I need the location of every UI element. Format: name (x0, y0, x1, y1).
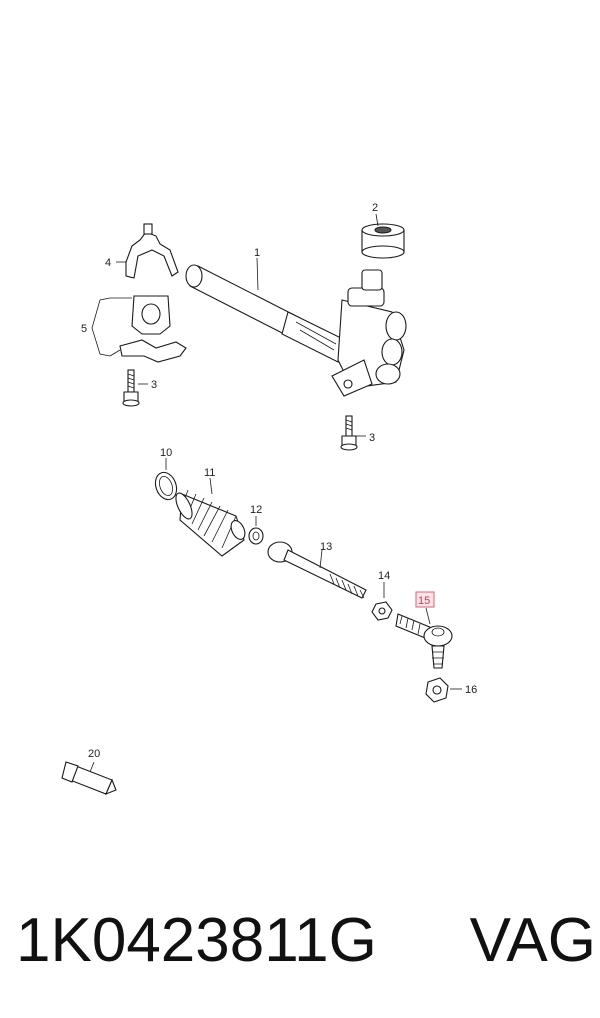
callout-10: 10 (160, 447, 172, 459)
callout-2: 2 (372, 202, 378, 214)
brand-label: VAG (469, 905, 596, 975)
clamp-bracket-part (116, 223, 179, 279)
callout-16: 16 (465, 684, 477, 696)
callout-15: 15 (418, 595, 430, 607)
inner-tie-rod-part (267, 541, 367, 599)
bolt-part-a (122, 369, 148, 407)
callout-3a: 3 (151, 379, 157, 391)
callout-13: 13 (320, 541, 332, 553)
boot-bellows-part (175, 477, 246, 557)
clamp-ring-part (154, 458, 178, 501)
callout-11: 11 (204, 467, 215, 479)
callout-5: 5 (81, 323, 87, 335)
callout-14: 14 (378, 570, 390, 582)
callout-4: 4 (105, 257, 111, 269)
small-ring-part (248, 516, 264, 545)
callout-12: 12 (250, 504, 262, 516)
steering-rack-housing (185, 257, 407, 397)
bolt-part-b (340, 415, 366, 451)
tie-rod-end-part (395, 607, 453, 669)
footer-caption: 1K0423811G VAG (16, 900, 596, 980)
callout-15-highlight-box (415, 591, 435, 608)
bushing-part (361, 213, 405, 259)
nut-part-14 (371, 582, 393, 621)
bracket-bush-assembly-part (91, 295, 187, 363)
callout-20: 20 (88, 748, 100, 760)
callout-3b: 3 (369, 432, 375, 444)
part-number: 1K0423811G (16, 905, 377, 975)
callout-1: 1 (254, 247, 260, 259)
grease-tube-part (61, 761, 117, 796)
nut-part-16 (425, 677, 462, 703)
